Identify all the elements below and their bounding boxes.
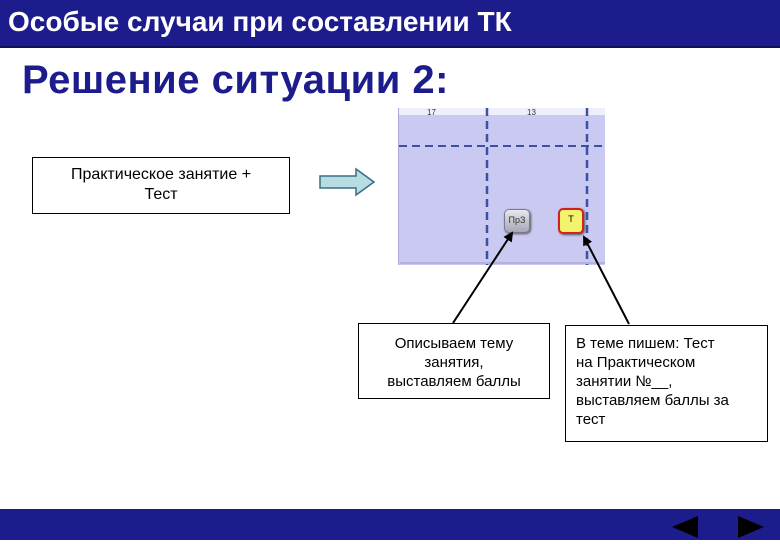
topic-box-line-3: выставляем баллы	[387, 373, 521, 390]
pz-lesson-label: ПрЗ	[508, 215, 526, 225]
test-badge-label: Т	[568, 214, 574, 224]
triangle-right-icon	[738, 516, 764, 538]
previous-slide-button[interactable]	[660, 515, 716, 539]
section-heading: Решение ситуации 2:	[22, 58, 449, 102]
test-box-line-5: тест	[576, 411, 606, 428]
test-box-line-1: В теме пишем: Тест	[576, 335, 715, 352]
test-box-line-2: на Практическом	[576, 354, 696, 371]
test-box-line-3: занятии №__,	[576, 373, 673, 390]
practice-box-line-1: Практическое занятие +	[70, 166, 252, 183]
next-slide-button[interactable]	[716, 515, 772, 539]
footer-bar	[0, 509, 780, 540]
schedule-col-label-left: 17	[427, 108, 436, 117]
arrow-to-test-badge	[583, 235, 630, 325]
test-instruction-box: В теме пишем: Тест на Практическом занят…	[565, 325, 768, 442]
topic-description-box: Описываем тему занятия, выставляем баллы	[358, 323, 550, 399]
test-box-line-4: выставляем баллы за	[576, 392, 729, 409]
pz-lesson-badge[interactable]: ПрЗ	[504, 209, 530, 233]
arrow-to-pz-badge	[452, 231, 514, 324]
practice-box-line-2: Тест	[144, 186, 178, 203]
page-title: Особые случаи при составлении ТК	[8, 6, 512, 37]
title-bar: Особые случаи при составлении ТК	[0, 0, 780, 48]
schedule-col-label-right: 13	[527, 108, 536, 117]
topic-box-line-1: Описываем тему	[394, 335, 514, 352]
topic-box-line-2: занятия,	[424, 354, 484, 371]
test-badge[interactable]: Т	[558, 208, 584, 234]
triangle-left-icon	[672, 516, 698, 538]
right-arrow-icon	[319, 167, 376, 197]
practice-test-box: Практическое занятие + Тест	[32, 157, 290, 214]
